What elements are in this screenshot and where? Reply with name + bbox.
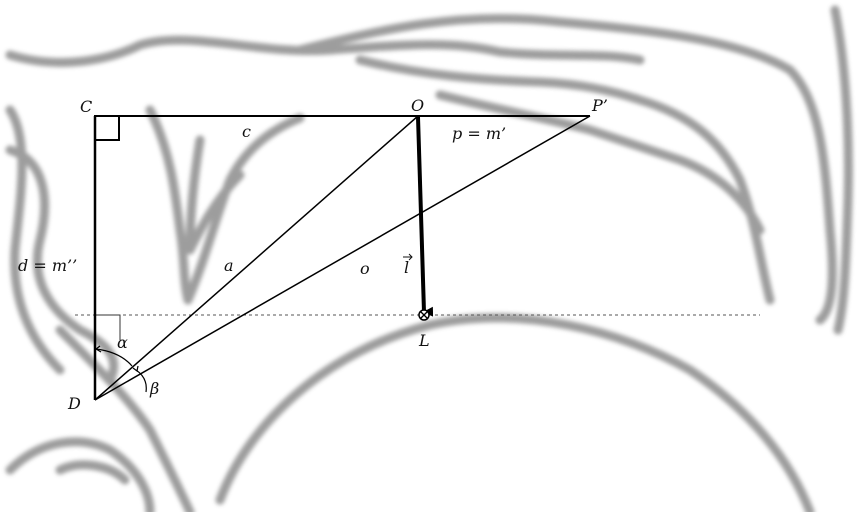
label-point-O: O [411, 96, 424, 115]
construction-lines [93, 115, 591, 401]
contour-upper-outer [295, 13, 837, 325]
angle-beta-arrow [132, 365, 139, 373]
contour-right-wall [830, 5, 853, 335]
contour-inner-fold [435, 90, 765, 235]
vector-l-overarrow [403, 253, 413, 261]
label-segment-c: c [242, 122, 251, 141]
label-point-C: C [80, 97, 92, 116]
label-point-D: D [67, 394, 81, 413]
contour-tongue-body [185, 135, 245, 255]
contour-tongue-tip [145, 105, 305, 305]
label-segment-o: o [360, 259, 370, 278]
point-L-marker [418, 309, 430, 321]
contour-lower-inner [55, 460, 130, 485]
contour-lower-lip [5, 145, 119, 385]
segment-DP [94, 115, 591, 401]
label-vector-l: l [404, 258, 409, 277]
label-angle-beta: β [149, 379, 159, 398]
label-angle-alpha: α [117, 333, 128, 352]
angle-alpha-arrow [94, 345, 102, 353]
segment-DO [94, 115, 419, 401]
contour-lower-left [5, 437, 155, 517]
label-segment-a: a [224, 256, 234, 275]
label-point-P-prime: P’ [591, 96, 608, 115]
contour-lower-arc [215, 313, 815, 517]
contour-left-outer [5, 105, 65, 375]
angle-beta-arc [135, 369, 147, 393]
right-angle-marker [94, 115, 120, 141]
label-segment-d: d = m’’ [18, 256, 77, 275]
vector-l-arrow [416, 116, 434, 317]
label-point-L: L [418, 331, 430, 350]
alpha-reference-tick [95, 314, 121, 340]
background-contours [5, 5, 853, 517]
contour-chin [55, 325, 195, 517]
contour-upper-palate [5, 35, 645, 67]
label-segment-p: p = m’ [452, 124, 506, 143]
angle-alpha-arc [95, 348, 133, 367]
